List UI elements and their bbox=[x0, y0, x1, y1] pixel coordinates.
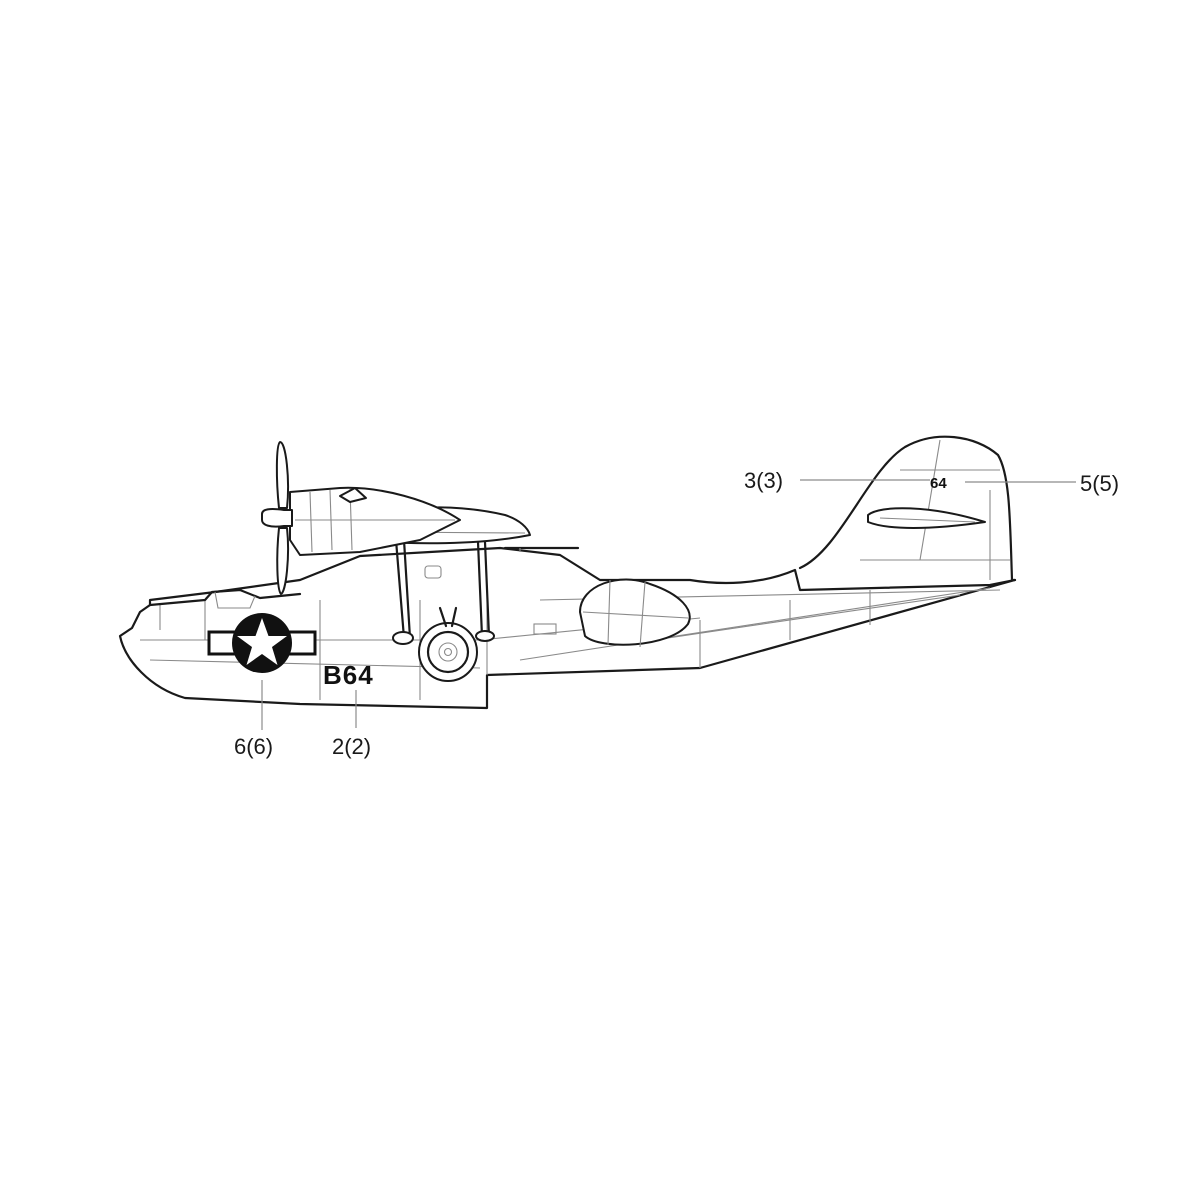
callout-label-2: 2(2) bbox=[332, 734, 371, 759]
callout-leaders bbox=[261, 479, 1076, 730]
tail-fin bbox=[798, 435, 1017, 582]
insignia-star bbox=[237, 618, 287, 665]
engine-nacelle bbox=[289, 486, 461, 556]
main-wheel bbox=[418, 606, 478, 682]
blister-window bbox=[579, 578, 691, 648]
tail-code-marking: 64 bbox=[930, 475, 947, 492]
callout-label-3: 3(3) bbox=[744, 468, 783, 493]
callout-label-6: 6(6) bbox=[234, 734, 273, 759]
propeller bbox=[261, 441, 293, 595]
wing-struts bbox=[392, 538, 495, 645]
horizontal-stabilizer bbox=[867, 507, 986, 529]
hull-code-marking: B64 bbox=[323, 660, 374, 690]
star-insignia bbox=[207, 613, 317, 673]
callout-label-5: 5(5) bbox=[1080, 471, 1119, 496]
